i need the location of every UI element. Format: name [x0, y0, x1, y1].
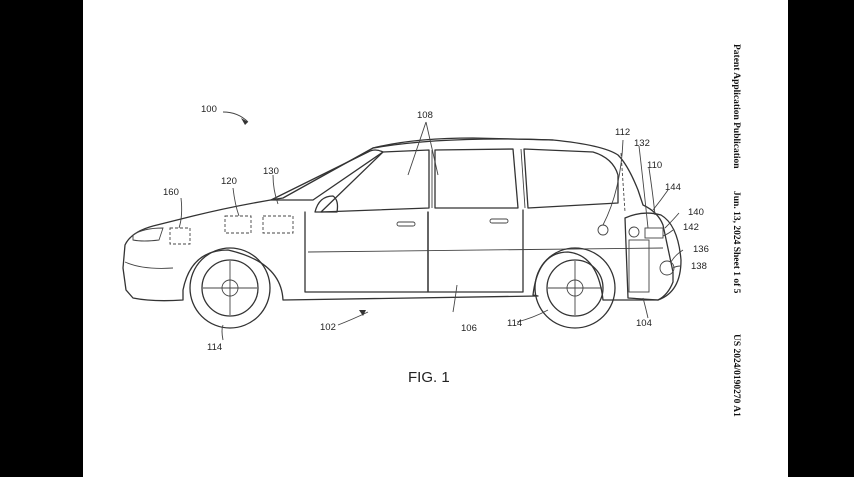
ref-132: 132: [634, 138, 650, 149]
component-120-box-b: [262, 215, 294, 234]
rear-module-enclosure: [624, 212, 682, 301]
fuel-door: [597, 224, 609, 236]
date-sheet: Jun. 13, 2024 Sheet 1 of 5: [731, 190, 741, 294]
ref-110: 110: [647, 160, 662, 171]
component-160-box: [169, 227, 191, 245]
ref-114-rear: 114: [507, 318, 522, 329]
front-window: [320, 149, 430, 213]
ref-106: 106: [461, 323, 477, 334]
rear-wheel: [534, 247, 616, 329]
patent-header: Patent Application Publication Jun. 13, …: [731, 44, 741, 444]
ref-140: 140: [688, 207, 704, 218]
ref-104: 104: [636, 318, 652, 329]
c-pillar: [520, 148, 526, 209]
publication-type: Patent Application Publication: [731, 44, 741, 169]
fan-icon: [628, 226, 640, 238]
car-body-outline: [122, 137, 674, 302]
headlight: [132, 227, 164, 242]
ref-138: 138: [691, 261, 707, 272]
arrow-100-icon: [241, 118, 248, 125]
ref-112: 112: [615, 127, 630, 138]
side-mirror: [314, 195, 339, 213]
rear-window: [523, 148, 619, 209]
battery-box: [628, 239, 650, 293]
front-door-handle: [396, 221, 416, 227]
arrow-102-icon: [359, 310, 366, 316]
ref-114-front: 114: [207, 342, 222, 353]
ref-120: 120: [221, 176, 237, 187]
ref-160: 160: [163, 187, 179, 198]
component-120-box-a: [224, 215, 252, 234]
leader-lines: [178, 111, 684, 341]
controller-box: [644, 227, 664, 239]
ref-102: 102: [320, 322, 336, 333]
front-wheel: [189, 247, 271, 329]
rear-door: [427, 209, 524, 293]
ref-142: 142: [683, 222, 699, 233]
front-bumper: [124, 261, 174, 269]
patent-sheet: 100 102 104 106 108 110 112 114 114 120 …: [83, 0, 788, 477]
windshield: [270, 149, 384, 201]
middle-window: [434, 148, 519, 209]
roof-line: [372, 138, 554, 149]
ref-108: 108: [417, 110, 433, 121]
wheel-symbol-icon: [659, 260, 675, 276]
rear-door-handle: [489, 218, 509, 224]
ref-130: 130: [263, 166, 279, 177]
vehicle-patent-drawing: 100 102 104 106 108 110 112 114 114 120 …: [122, 104, 709, 386]
ref-136: 136: [693, 244, 709, 255]
ref-144: 144: [665, 182, 681, 193]
figure-caption: FIG. 1: [408, 369, 450, 386]
body-crease: [307, 247, 664, 253]
ref-100: 100: [201, 104, 217, 115]
publication-number: US 2024/0190270 A1: [731, 333, 741, 417]
